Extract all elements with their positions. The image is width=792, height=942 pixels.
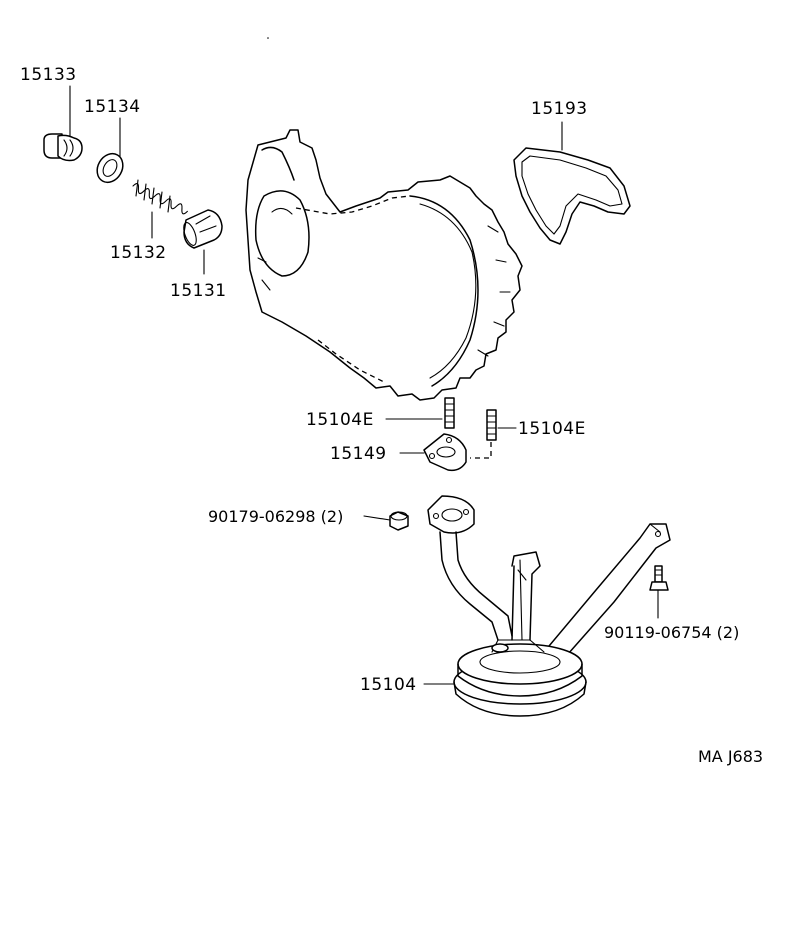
oring-15134 (96, 117, 124, 184)
valve-15131 (183, 209, 223, 275)
label-15149: 15149 (330, 444, 387, 464)
oil-strainer-15104 (423, 495, 671, 717)
label-15131: 15131 (170, 281, 227, 301)
gasket-15193 (513, 121, 631, 245)
label-90179: 90179-06298 (2) (208, 507, 343, 526)
label-15193: 15193 (531, 99, 588, 119)
label-15132: 15132 (110, 243, 167, 263)
stud-15104e-right (470, 409, 517, 459)
transmission-case (245, 129, 523, 401)
nut-90179 (363, 511, 409, 531)
stud-15104e-left (385, 397, 455, 429)
gasket-15149 (399, 433, 467, 472)
label-15133: 15133 (20, 65, 77, 85)
label-15104e-left: 15104E (306, 410, 374, 430)
label-15104: 15104 (360, 675, 417, 695)
spring-15132 (132, 179, 188, 239)
bolt-90119 (649, 565, 669, 619)
plug-15133 (43, 85, 83, 162)
label-15134: 15134 (84, 97, 141, 117)
reference-code: MA J683 (698, 747, 763, 766)
label-15104e-right: 15104E (518, 419, 586, 439)
scan-speck (267, 37, 269, 39)
label-90119: 90119-06754 (2) (604, 623, 739, 642)
